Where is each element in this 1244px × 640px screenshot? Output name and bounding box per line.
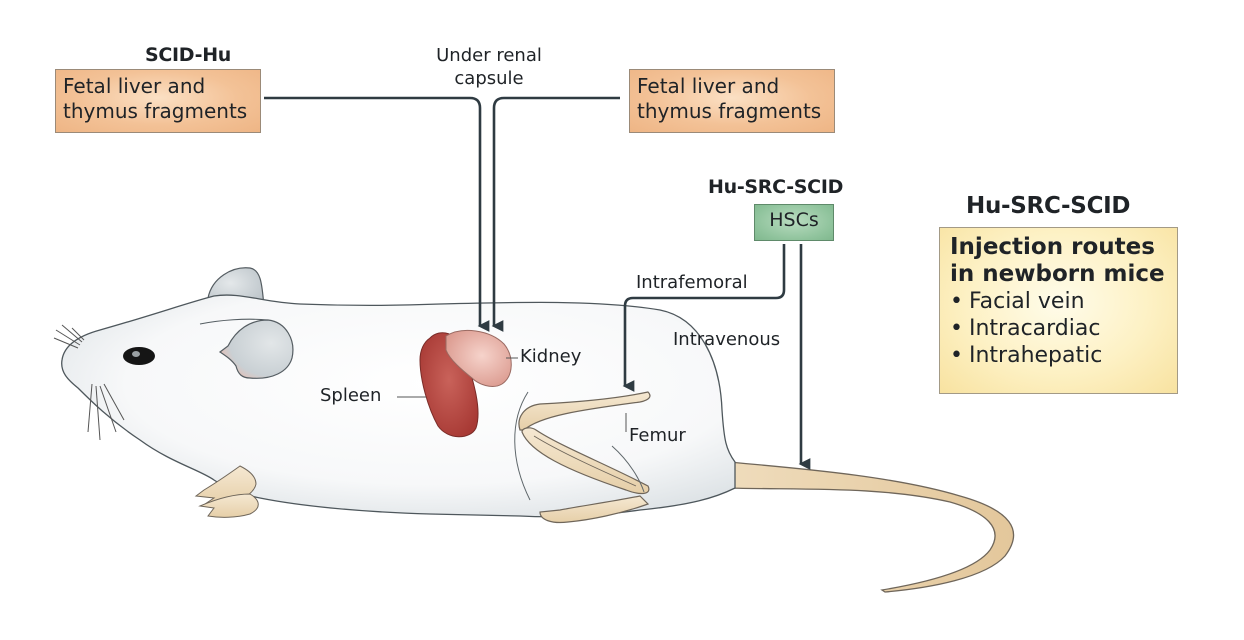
hscs-box: HSCs <box>754 204 834 241</box>
fetal-fragments-left-line2: thymus fragments <box>63 99 248 123</box>
ear-fold-line <box>199 318 269 325</box>
hind-foot <box>539 495 650 524</box>
spleen-label: Spleen <box>320 385 382 406</box>
kidney-organ <box>445 330 512 387</box>
fetal-fragments-left-line1: Fetal liver and <box>63 74 206 98</box>
injection-routes-panel: Injection routes in newborn mice Facial … <box>939 227 1178 394</box>
route-label-line2: capsule <box>454 68 524 89</box>
mouse-eye <box>123 347 155 365</box>
hu-src-scid-panel-heading: Hu-SRC-SCID <box>966 193 1131 219</box>
hu-src-scid-center-heading: Hu-SRC-SCID <box>708 176 844 198</box>
mouse-whiskers <box>53 324 125 441</box>
femur-bone <box>518 391 651 431</box>
injection-routes-title-line1: Injection routes <box>950 234 1155 260</box>
intravenous-label: Intravenous <box>673 329 781 350</box>
arrow-hscs-intrafemoral <box>622 244 786 392</box>
scid-hu-heading: SCID-Hu <box>145 44 232 66</box>
injection-route-item: Facial vein <box>950 288 1167 315</box>
arrow-left-fragments-to-kidney <box>264 96 490 332</box>
fetal-fragments-right-line1: Fetal liver and <box>637 74 780 98</box>
under-renal-capsule-label: Under renal capsule <box>424 44 554 90</box>
mouse-front-paw-2 <box>198 493 259 518</box>
femur-label: Femur <box>629 425 686 446</box>
intrafemoral-label: Intrafemoral <box>636 272 748 293</box>
route-label-line1: Under renal <box>436 45 542 66</box>
injection-route-item: Intrahepatic <box>950 342 1167 369</box>
fetal-fragments-box-left: Fetal liver and thymus fragments <box>55 69 261 133</box>
arrow-right-fragments-to-kidney <box>491 96 620 332</box>
fetal-fragments-right-line2: thymus fragments <box>637 99 822 123</box>
injection-routes-title-line2: in newborn mice <box>950 261 1165 287</box>
fetal-fragments-box-right: Fetal liver and thymus fragments <box>629 69 835 133</box>
hind-leg <box>514 391 651 524</box>
kidney-label: Kidney <box>520 346 582 367</box>
mouse-tail <box>727 461 1015 593</box>
injection-route-item: Intracardiac <box>950 315 1167 342</box>
eye-highlight <box>132 351 140 357</box>
